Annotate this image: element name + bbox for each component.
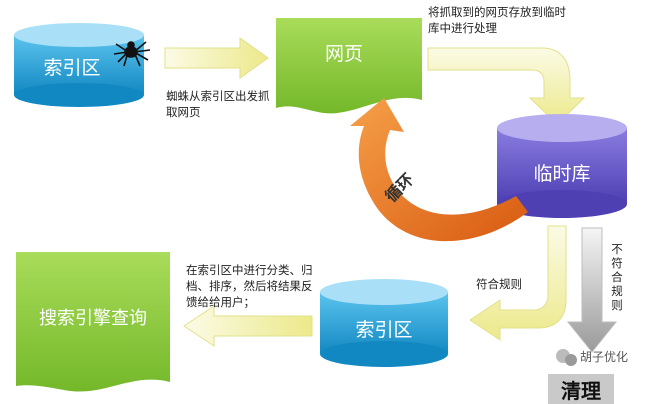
webpage-document: [276, 18, 422, 114]
search-document: [16, 252, 170, 392]
index-bottom-label: 索引区: [355, 319, 412, 341]
index-cylinder-top: [14, 23, 144, 107]
search-label: 搜索引擎查询: [39, 308, 147, 329]
clean-label: 清理: [561, 379, 601, 403]
wechat-icon: [556, 349, 577, 366]
index-top-label: 索引区: [43, 57, 100, 79]
meets-rules-note: 符合规则: [476, 277, 522, 291]
loop-arrow: [350, 98, 528, 242]
classify-note: 在索引区中进行分类、归档、排序，然后将结果反馈给给用户；: [186, 263, 313, 309]
spider-fetch-note: 蜘蛛从索引区出发抓取网页: [166, 89, 270, 119]
webpage-label: 网页: [325, 43, 363, 65]
watermark-text: 胡子优化: [580, 350, 629, 364]
temp-db-label: 临时库: [533, 163, 590, 185]
arrow-not-meets-rules: [566, 227, 618, 353]
spider-icon: [113, 41, 151, 67]
not-meets-rules-note: 不符合规则: [611, 242, 623, 312]
arrow-store: [427, 47, 586, 125]
store-temp-note: 将抓取到的网页存放到临时库中进行处理: [428, 5, 566, 35]
arrow-meets-rules: [469, 225, 567, 341]
temp-db-cylinder: [497, 114, 627, 218]
clean-box: [548, 374, 614, 404]
arrow-fetch: [164, 37, 269, 79]
index-cylinder-bottom: [320, 279, 448, 367]
arrow-feedback: [183, 305, 313, 347]
